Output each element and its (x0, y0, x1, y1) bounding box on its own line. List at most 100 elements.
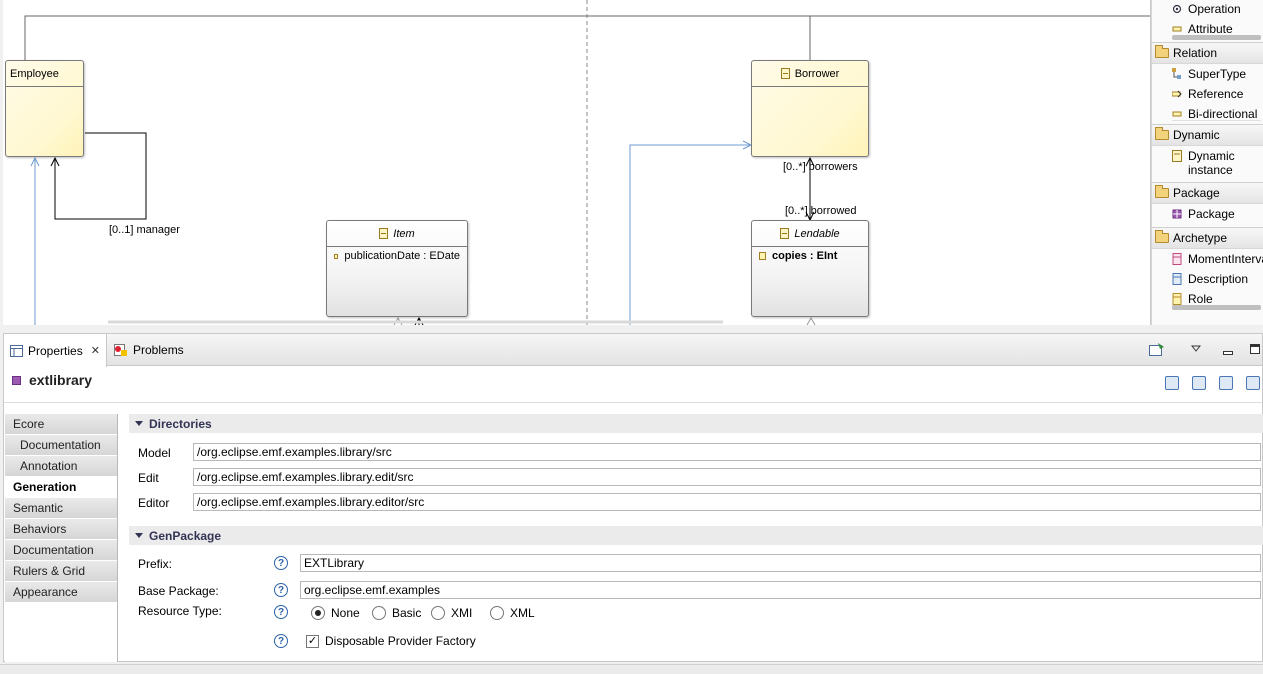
palette-group-dynamic[interactable]: Dynamic (1152, 124, 1263, 146)
radio-icon (431, 606, 445, 620)
palette-item-operation[interactable]: Operation (1152, 0, 1263, 19)
side-tab-appearance[interactable]: Appearance (5, 582, 117, 603)
edge-label-manager[interactable]: [0..1] manager (109, 224, 180, 236)
connection-borrower-super (629, 144, 751, 325)
help-icon[interactable]: ? (274, 583, 288, 597)
side-tab-semantic[interactable]: Semantic (5, 498, 117, 519)
class-borrower[interactable]: Borrower (751, 60, 869, 157)
view-tab-bar: Properties ✕ Problems (4, 334, 1262, 367)
chevron-down-icon (135, 533, 143, 538)
palette-drawer-scrollbar[interactable] (1172, 120, 1261, 121)
palette-item-moment-interval[interactable]: MomentInterval (1152, 249, 1263, 269)
class-borrower-header: Borrower (752, 61, 868, 87)
generate-model-icon[interactable] (1165, 376, 1179, 390)
folder-icon (1155, 185, 1169, 198)
palette-item-package[interactable]: Package (1152, 204, 1263, 224)
resource-type-radio-xml[interactable]: XML (490, 606, 535, 620)
edge-label-borrowers[interactable]: [0..*] borrowers (783, 161, 858, 173)
diagram-canvas[interactable]: Employee Borrower Item publicationDate :… (3, 0, 1151, 325)
palette-item-supertype[interactable]: SuperType (1152, 64, 1263, 84)
help-icon[interactable]: ? (274, 634, 288, 648)
palette-item-label: Package (1188, 207, 1235, 221)
prefix-field[interactable]: EXTLibrary (300, 554, 1261, 572)
section-directories-header[interactable]: Directories (129, 414, 1263, 433)
attribute-row[interactable]: publicationDate : EDate (327, 247, 467, 265)
title-toolbar (1165, 376, 1260, 390)
palette-group-relation[interactable]: Relation (1152, 42, 1263, 64)
palette-item-description[interactable]: Description (1152, 269, 1263, 289)
palette-group-label: Archetype (1173, 231, 1228, 245)
class-item-header: Item (327, 221, 467, 247)
folder-icon (1155, 127, 1169, 140)
resource-type-radio-basic[interactable]: Basic (372, 606, 421, 620)
close-icon[interactable]: ✕ (90, 345, 100, 357)
palette-item-label: Attribute (1188, 22, 1233, 35)
attribute-icon (1172, 26, 1182, 32)
palette-item-label: Reference (1188, 87, 1244, 101)
palette-group-package[interactable]: Package (1152, 182, 1263, 204)
resource-type-radio-xmi[interactable]: XMI (431, 606, 472, 620)
radio-label: None (331, 606, 360, 620)
disposable-provider-checkbox[interactable]: ✓ Disposable Provider Factory (306, 634, 476, 648)
class-employee[interactable]: Employee (5, 60, 84, 157)
checkbox-checked-icon: ✓ (306, 634, 319, 648)
radio-selected-icon (311, 606, 325, 620)
section-genpackage-header[interactable]: GenPackage (129, 526, 1263, 545)
attribute-row[interactable]: copies : EInt (752, 247, 868, 265)
edit-directory-field[interactable]: /org.eclipse.emf.examples.library.edit/s… (193, 468, 1261, 486)
model-directory-field[interactable]: /org.eclipse.emf.examples.library/src (193, 443, 1261, 461)
palette-drawer-scrollbar[interactable] (1172, 305, 1261, 310)
folder-icon (1155, 45, 1169, 58)
side-tab-ecore[interactable]: Ecore (5, 414, 117, 435)
palette-group-archetype[interactable]: Archetype (1152, 227, 1263, 249)
pin-view-icon[interactable] (1149, 342, 1165, 359)
status-bar (0, 664, 1263, 674)
supertype-icon (1172, 68, 1181, 79)
palette-item-dynamic-instance[interactable]: Dynamic instance (1152, 146, 1263, 180)
diagram-connections (24, 0, 1150, 325)
generate-edit-icon[interactable] (1192, 376, 1206, 390)
section-title: Directories (149, 416, 212, 431)
palette-item-role[interactable]: Role (1152, 289, 1263, 305)
palette-item-label: SuperType (1188, 67, 1247, 81)
row-base-package: Base Package: ? org.eclipse.emf.examples (129, 579, 1263, 602)
palette-item-bidirectional[interactable]: Bi-directional (1152, 104, 1263, 120)
key-attribute-icon (759, 252, 766, 260)
minimize-icon[interactable] (1223, 346, 1233, 358)
side-tab-generation[interactable]: Generation (5, 477, 117, 498)
edge-label-borrowed[interactable]: [0..*] borrowed (785, 205, 857, 217)
class-item[interactable]: Item publicationDate : EDate (326, 220, 468, 317)
problems-icon (114, 343, 127, 356)
class-employee-header: Employee (6, 61, 83, 87)
side-tab-rulers-grid[interactable]: Rulers & Grid (5, 561, 117, 582)
field-label: Base Package: (138, 584, 219, 598)
palette-item-attribute[interactable]: Attribute (1152, 19, 1263, 35)
row-prefix: Prefix: ? EXTLibrary (129, 552, 1263, 579)
help-icon[interactable]: ? (274, 556, 288, 570)
editor-directory-field[interactable]: /org.eclipse.emf.examples.library.editor… (193, 493, 1261, 511)
title-separator (4, 402, 1262, 403)
palette-item-reference[interactable]: Reference (1152, 84, 1263, 104)
palette-group-label: Relation (1173, 46, 1218, 60)
field-label: Edit (138, 471, 159, 485)
tab-properties[interactable]: Properties ✕ (4, 334, 107, 367)
palette-item-label: Bi-directional (1188, 107, 1258, 120)
maximize-icon[interactable] (1250, 344, 1260, 357)
side-tab-documentation-sub[interactable]: Documentation (5, 435, 117, 456)
class-employee-name: Employee (10, 67, 59, 80)
side-tab-annotation[interactable]: Annotation (5, 456, 117, 477)
palette-drawer-scrollbar[interactable] (1172, 35, 1261, 40)
class-lendable[interactable]: Lendable copies : EInt (751, 220, 869, 317)
connection-manager (54, 132, 147, 220)
base-package-field[interactable]: org.eclipse.emf.examples (300, 581, 1261, 599)
side-tab-behaviors[interactable]: Behaviors (5, 519, 117, 540)
class-icon (780, 68, 790, 79)
tab-problems[interactable]: Problems (108, 334, 190, 366)
help-icon[interactable]: ? (274, 605, 288, 619)
view-menu-icon[interactable] (1190, 344, 1202, 356)
resource-type-radio-none[interactable]: None (311, 606, 360, 620)
side-tab-documentation[interactable]: Documentation (5, 540, 117, 561)
generate-all-icon[interactable] (1246, 376, 1260, 390)
package-icon (12, 375, 21, 385)
generate-editor-icon[interactable] (1219, 376, 1233, 390)
